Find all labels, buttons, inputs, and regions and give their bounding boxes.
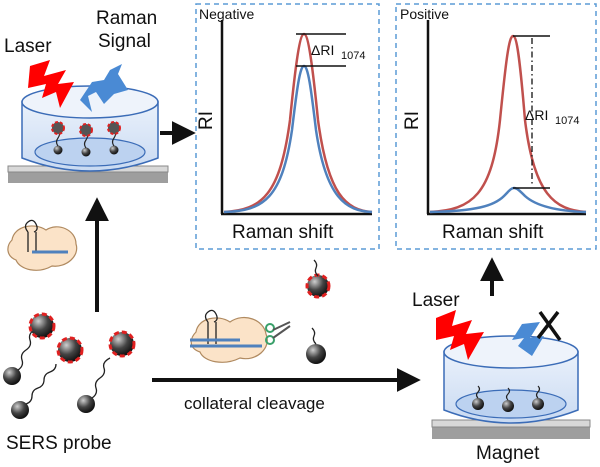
negative-panel-title: Negative <box>199 6 254 22</box>
collateral-cleavage-label: collateral cleavage <box>184 394 325 413</box>
positive-panel-border <box>395 3 597 250</box>
magnet-cup-bead <box>472 385 484 410</box>
raman-signal-bolt-icon <box>80 64 128 112</box>
magnet-cup-group: Laser Magnet <box>412 290 591 464</box>
magnet-label: Magnet <box>476 443 540 464</box>
sers-probe <box>3 312 56 385</box>
laser-bolt-icon <box>28 60 74 108</box>
positive-delta-subscript: 1074 <box>555 115 579 127</box>
cleaved-reporter <box>305 259 331 299</box>
raman-label-line2: Signal <box>98 31 151 52</box>
positive-y-label: RI <box>402 111 423 130</box>
positive-panel-title: Positive <box>400 6 449 22</box>
raman-label-line1: Raman <box>96 8 157 29</box>
sers-probe-label: SERS probe <box>6 433 112 454</box>
negative-y-label: RI <box>196 111 217 130</box>
sers-probe <box>77 330 136 413</box>
cleaved-bead <box>306 327 326 364</box>
cup-probe <box>107 121 121 155</box>
magnet-cup-rim <box>443 335 579 369</box>
cas-complex-icon-left <box>7 219 78 271</box>
magnet-cup-bead <box>532 385 544 410</box>
laser-label-bottom: Laser <box>412 290 460 311</box>
magnet-cup-bead <box>502 387 514 412</box>
negative-blue-curve <box>223 64 373 214</box>
negative-delta-label: ΔRI <box>311 42 334 58</box>
cross-mark-icon <box>538 310 562 342</box>
laser-bolt-icon-bottom <box>436 310 484 360</box>
negative-panel-border <box>195 3 380 250</box>
scissors-icon <box>265 321 291 345</box>
positive-panel: Positive RI Raman shift ΔRI 1074 <box>395 3 597 250</box>
cross-mark-icon <box>536 310 560 340</box>
cas-complex-icon-middle <box>190 309 268 363</box>
negative-delta-subscript: 1074 <box>341 50 365 62</box>
top-left-cup-group: Laser Raman Signal <box>4 8 169 183</box>
raman-signal-blocked-icon <box>512 322 544 356</box>
cup-probe <box>51 121 65 155</box>
sers-probe <box>11 336 84 419</box>
positive-delta-label: ΔRI <box>525 107 548 123</box>
negative-panel: Negative RI Raman shift ΔRI 1074 <box>195 3 380 250</box>
cup-probe <box>79 123 93 157</box>
laser-label-top: Laser <box>4 36 52 57</box>
positive-x-label: Raman shift <box>442 222 544 243</box>
sers-probes-group: SERS probe <box>3 312 136 454</box>
negative-x-label: Raman shift <box>232 222 334 243</box>
base-plate <box>8 170 168 183</box>
magnet-base-plate <box>432 426 590 439</box>
